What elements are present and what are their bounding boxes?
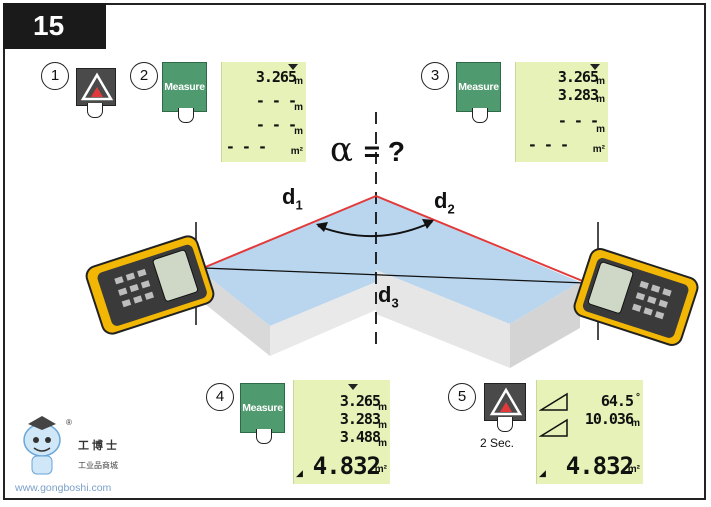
step-5-triangle-button[interactable] (484, 383, 526, 421)
logo-url[interactable]: www.gongboshi.com (15, 482, 112, 494)
step-4-measure-button[interactable]: Measure (240, 383, 285, 433)
laser-line-d1 (202, 195, 377, 269)
step-2-number: 2 (130, 62, 158, 90)
laser-line-d2 (375, 195, 586, 283)
lcd-row-1: 3.265 (255, 68, 297, 86)
hold-duration-label: 2 Sec. (480, 436, 515, 450)
angle-question: α = ? (330, 130, 405, 170)
angle-triangle-icon (539, 392, 568, 437)
lcd-row-2: - - - (255, 92, 297, 110)
alpha-symbol: α (330, 130, 353, 170)
lcd-angle-value: 64.5 (600, 392, 634, 410)
lcd-row-4: - - - (527, 136, 569, 154)
triangle-icon (489, 387, 523, 416)
logo-chinese-subtitle: 工业品商城 (78, 461, 118, 470)
lcd-row-3: - - - (255, 116, 297, 134)
left-wall-top (200, 196, 376, 326)
figure-number-badge: 15 (3, 3, 106, 49)
right-wall-side (510, 282, 580, 368)
angle-arrow-right (422, 219, 434, 229)
step-3-finger-icon (472, 108, 488, 123)
lcd-row-2: 3.283 (339, 410, 381, 428)
lcd-row-4: - - - (225, 138, 267, 156)
registered-mark: ® (66, 418, 72, 427)
lcd-row-3: 3.488 (339, 428, 381, 446)
step-3-number: 3 (421, 62, 449, 90)
left-wall-side (270, 282, 376, 356)
lcd-row-4: 4.832 (312, 452, 381, 480)
step-1-finger-icon (87, 103, 103, 118)
left-laser-meter (85, 235, 215, 335)
label-d3: d3 (378, 282, 399, 311)
label-d2: d2 (434, 188, 455, 217)
step-3-measure-button[interactable]: Measure (456, 62, 501, 112)
lcd-row-2: 3.283 (557, 86, 599, 104)
step-2-measure-button[interactable]: Measure (162, 62, 207, 112)
step-5-number: 5 (448, 383, 476, 411)
label-d1: d1 (282, 184, 303, 213)
question-text: = ? (363, 136, 406, 167)
lcd-row-1: 3.265 (339, 392, 381, 410)
triangle-icon (80, 72, 114, 101)
mascot-logo-icon (23, 416, 61, 475)
right-wall-front (376, 270, 510, 368)
left-wall-front (200, 270, 270, 356)
step-1-triangle-button[interactable] (76, 68, 116, 106)
step-2-finger-icon (178, 108, 194, 123)
measure-button-label: Measure (242, 402, 283, 414)
laser-line-d3 (202, 267, 586, 284)
lcd-row-3: - - - (557, 112, 599, 130)
right-laser-meter (573, 248, 699, 346)
lcd-area-value: 4.832 (565, 452, 634, 480)
step-4-finger-icon (256, 429, 272, 444)
step-4-number: 4 (206, 383, 234, 411)
measure-button-label: Measure (164, 81, 205, 93)
lcd-distance-value: 10.036 (584, 410, 634, 428)
step-5-finger-icon (497, 417, 513, 432)
angle-arc (317, 221, 433, 238)
step-1-number: 1 (41, 62, 69, 90)
logo-chinese-name: 工博士 (78, 440, 120, 452)
angle-arrow-left (316, 222, 328, 232)
measure-button-label: Measure (458, 81, 499, 93)
lcd-row-1: 3.265 (557, 68, 599, 86)
